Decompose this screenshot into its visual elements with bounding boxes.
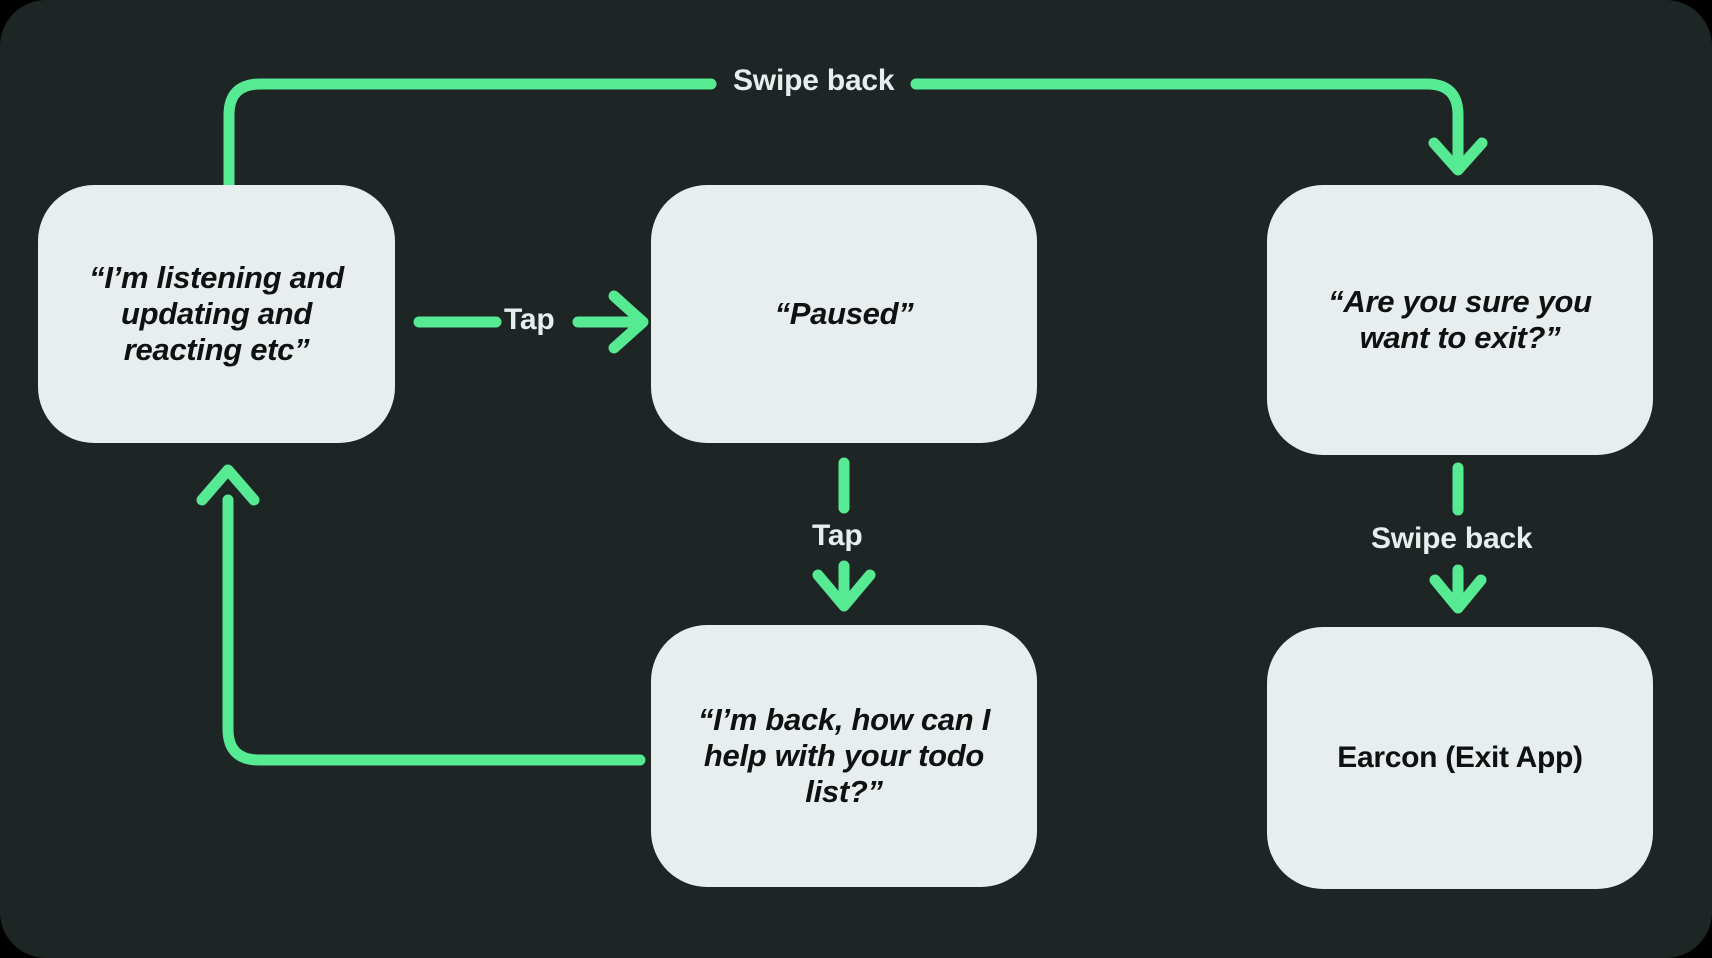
edge-listening-to-confirm-line bbox=[223, 78, 717, 191]
edge-back-to-listening-line bbox=[222, 494, 646, 766]
edge-listening-to-confirm-arrowhead bbox=[1428, 137, 1488, 176]
edge-back-to-listening-arrowhead bbox=[196, 464, 260, 506]
node-back-label: “I’m back, how can I help with your todo… bbox=[697, 701, 991, 810]
node-confirm[interactable]: “Are you sure you want to exit?” bbox=[1267, 185, 1653, 455]
node-back[interactable]: “I’m back, how can I help with your todo… bbox=[651, 625, 1037, 887]
node-paused[interactable]: “Paused” bbox=[651, 185, 1037, 443]
edge-confirm-to-earcon-arrowhead bbox=[1429, 574, 1487, 614]
edge-paused-to-back-arrowhead bbox=[812, 569, 876, 612]
node-listening-label: “I’m listening and updating and reacting… bbox=[89, 259, 344, 368]
node-earcon[interactable]: Earcon (Exit App) bbox=[1267, 627, 1653, 889]
edge-label-tap-paused-to-back: Tap bbox=[812, 519, 863, 552]
node-paused-label: “Paused” bbox=[774, 295, 914, 331]
edge-label-swipe-back-confirm-to-earcon: Swipe back bbox=[1371, 522, 1533, 555]
node-listening[interactable]: “I’m listening and updating and reacting… bbox=[38, 185, 395, 443]
edge-listening-to-confirm-line-right bbox=[910, 78, 1464, 172]
edge-listening-to-paused-arrowhead bbox=[608, 290, 649, 354]
node-confirm-label: “Are you sure you want to exit?” bbox=[1328, 283, 1592, 355]
node-earcon-label: Earcon (Exit App) bbox=[1337, 741, 1583, 775]
edge-label-tap-listening-to-paused: Tap bbox=[504, 303, 555, 336]
edge-label-swipe-back-top: Swipe back bbox=[733, 64, 895, 97]
